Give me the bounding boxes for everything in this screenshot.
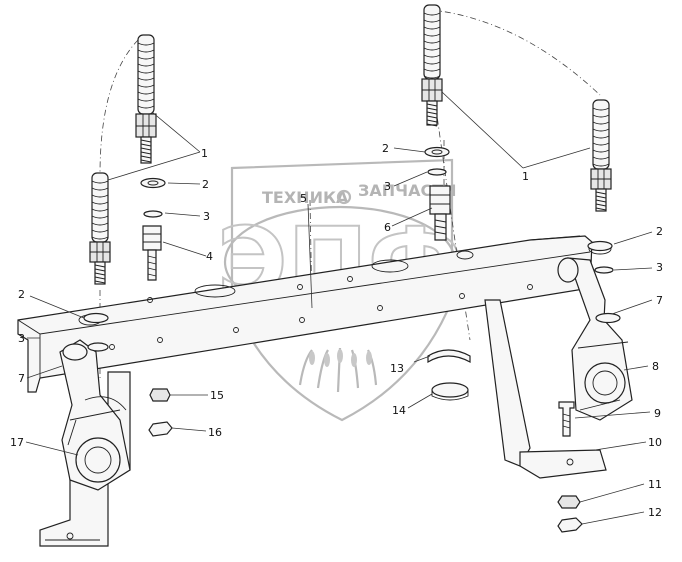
callout-7b: 7 <box>18 372 25 385</box>
right-support-bracket <box>484 299 607 479</box>
callout-3c: 3 <box>656 261 663 274</box>
callout-3a: 3 <box>203 210 210 223</box>
callout-5: 5 <box>300 192 307 205</box>
callout-2b: 2 <box>382 142 389 155</box>
callout-16: 16 <box>208 426 222 439</box>
adapter-fitting-left <box>142 225 162 281</box>
coupling-hose-3 <box>421 4 443 127</box>
callout-10: 10 <box>648 436 662 449</box>
coupling-hoses <box>89 4 612 285</box>
callout-13: 13 <box>390 362 404 375</box>
coupling-hose-1 <box>135 34 157 164</box>
watermark-brand-left: ТЕХНИКА <box>262 188 349 207</box>
left-valve-assembly <box>59 339 131 491</box>
gear-icon <box>336 189 352 205</box>
wheat-ears-icon <box>298 347 378 393</box>
coupling-hose-2 <box>89 172 111 285</box>
callout-3d: 3 <box>18 332 25 345</box>
callout-2d: 2 <box>18 288 25 301</box>
callout-15: 15 <box>210 389 224 402</box>
right-valve-assembly <box>557 257 633 421</box>
callout-7a: 7 <box>656 294 663 307</box>
callout-8: 8 <box>652 360 659 373</box>
callout-6: 6 <box>384 221 391 234</box>
leader-lines <box>25 91 653 525</box>
callout-4: 4 <box>206 250 213 263</box>
callout-labels: 1 1 2 2 2 2 3 3 3 3 4 5 6 7 7 8 9 10 11 … <box>10 142 663 519</box>
callout-17: 17 <box>10 436 24 449</box>
callout-11: 11 <box>648 478 662 491</box>
callout-3b: 3 <box>384 180 391 193</box>
adapter-fitting-right <box>429 185 451 241</box>
callout-9: 9 <box>654 407 661 420</box>
callout-1b: 1 <box>522 170 529 183</box>
callout-2c: 2 <box>656 225 663 238</box>
coupling-hose-4 <box>590 99 612 212</box>
callout-1a: 1 <box>201 147 208 160</box>
callout-2a: 2 <box>202 178 209 191</box>
bolts-and-nuts <box>148 388 583 533</box>
cross-beam <box>17 235 612 393</box>
clamp-rings <box>427 349 471 401</box>
callout-14: 14 <box>392 404 406 417</box>
callout-12: 12 <box>648 506 662 519</box>
